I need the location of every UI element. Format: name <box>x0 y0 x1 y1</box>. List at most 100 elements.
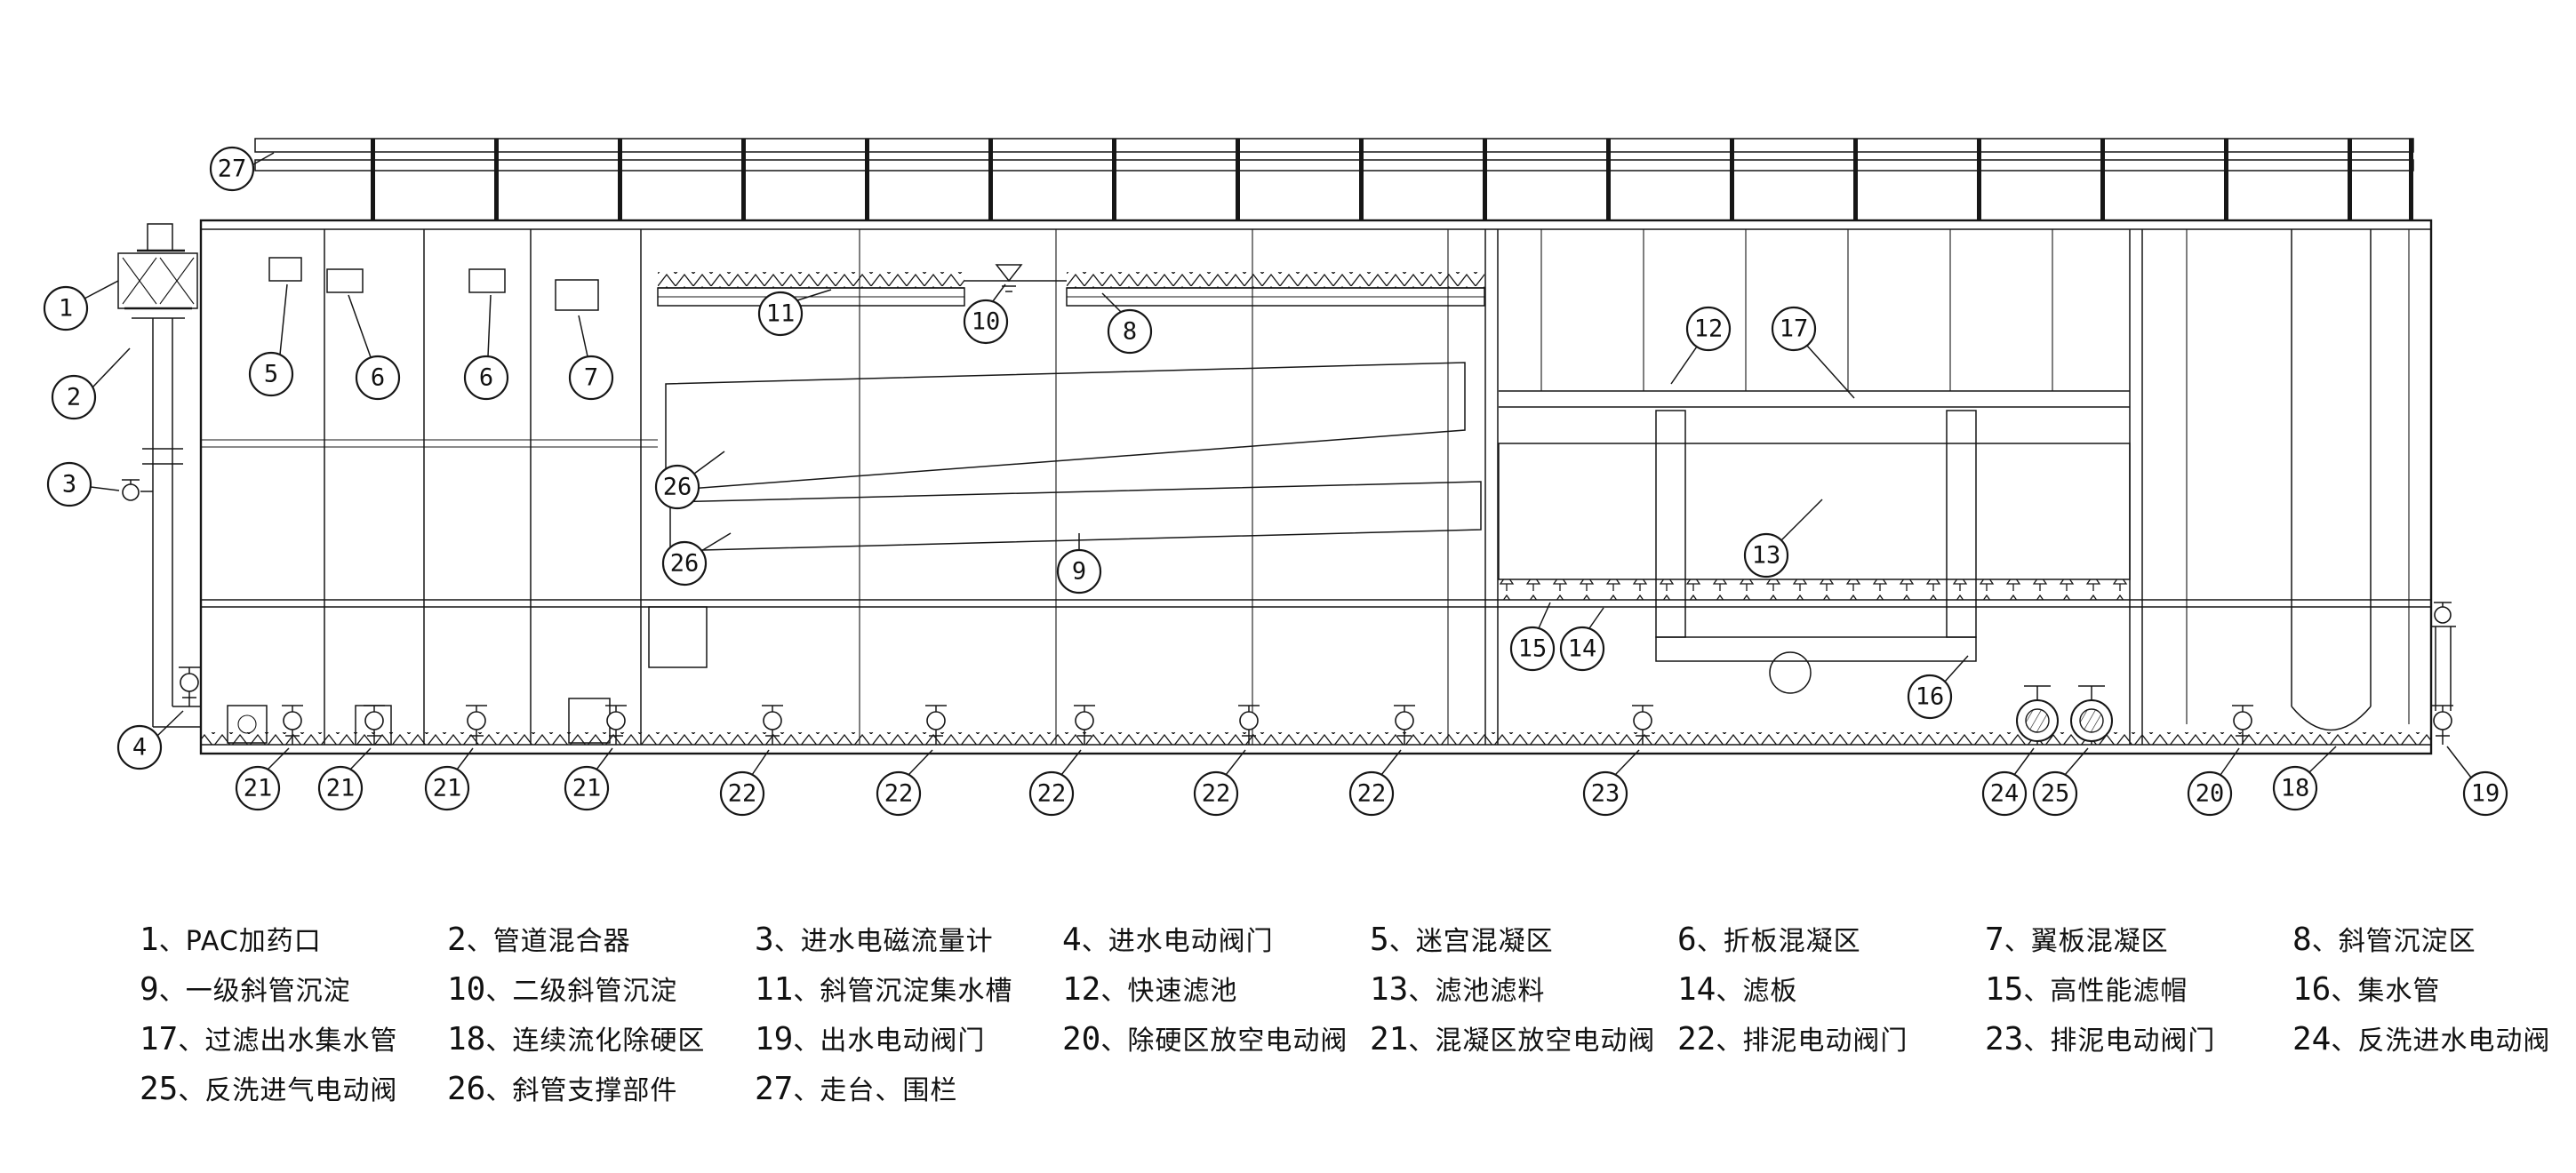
legend-item-3: 3、进水电磁流量计 <box>755 922 994 958</box>
svg-text:15: 15 <box>1518 635 1548 663</box>
svg-text:6: 6 <box>371 364 385 392</box>
callout-22a: 22 <box>719 749 770 817</box>
callout-15: 15 <box>1509 602 1556 672</box>
svg-text:8: 8 <box>1123 318 1137 346</box>
callout-21a: 21 <box>235 747 290 811</box>
callout-25: 25 <box>2032 747 2089 817</box>
softening-section <box>2186 229 2410 731</box>
legend-item-label: 排泥电动阀门 <box>1742 1025 1908 1057</box>
legend-item-number: 26 <box>447 1071 486 1107</box>
svg-text:22: 22 <box>884 780 914 808</box>
outlet-valve-symbol <box>2431 705 2454 746</box>
legend-item-number: 17 <box>140 1021 179 1057</box>
legend-item-number: 4 <box>1062 922 1082 958</box>
callout-10: 10 <box>963 283 1009 345</box>
svg-text:24: 24 <box>1990 780 2020 808</box>
legend-item-2: 2、管道混合器 <box>447 922 631 958</box>
legend-item-16: 16、集水管 <box>2292 971 2441 1008</box>
legend-item-label: 快速滤池 <box>1127 976 1238 1007</box>
callout-17: 17 <box>1771 306 1855 399</box>
svg-text:22: 22 <box>1357 780 1387 808</box>
legend-item-6: 6、折板混凝区 <box>1677 922 1861 958</box>
filter-caps-row <box>1499 579 2130 600</box>
legend-item-label: 滤池滤料 <box>1435 976 1546 1007</box>
legend-item-1: 1、PAC加药口 <box>140 922 322 958</box>
legend-item-7: 7、翼板混凝区 <box>1985 922 2169 958</box>
callout-9: 9 <box>1056 533 1102 594</box>
legend-item-label: 出水电动阀门 <box>820 1025 986 1057</box>
legend-item-label: 排泥电动阀门 <box>2050 1025 2216 1057</box>
svg-text:13: 13 <box>1752 542 1781 570</box>
legend-item-5: 5、迷宫混凝区 <box>1370 922 1554 958</box>
legend-item-label: 管道混合器 <box>492 926 631 957</box>
svg-text:22: 22 <box>728 780 757 808</box>
legend-item-10: 10、二级斜管沉淀 <box>447 971 678 1008</box>
callout-13: 13 <box>1743 499 1823 579</box>
backwash-air-valve-symbol <box>2070 685 2113 746</box>
legend-item-number: 27 <box>755 1071 794 1107</box>
partitions <box>201 229 2143 746</box>
flow-meter-icon <box>121 479 140 501</box>
legend-item-24: 24、反洗进水电动阀 <box>2292 1021 2551 1057</box>
legend-item-23: 23、排泥电动阀门 <box>1985 1021 2216 1057</box>
legend-item-27: 27、走台、围栏 <box>755 1071 958 1107</box>
legend-item-number: 20 <box>1062 1021 1101 1057</box>
filter-media <box>1498 443 2131 580</box>
callout-24: 24 <box>1981 747 2035 817</box>
legend-item-number: 1 <box>140 922 159 958</box>
legend-item-number: 23 <box>1985 1021 2024 1057</box>
svg-text:10: 10 <box>972 308 1001 336</box>
walkway-railing <box>254 138 2414 220</box>
backwash-pipe-left <box>1655 410 1686 638</box>
legend-item-14: 14、滤板 <box>1677 971 1798 1008</box>
legend-item-label: 反洗进水电动阀 <box>2357 1025 2551 1057</box>
legend-item-21: 21、混凝区放空电动阀 <box>1370 1021 1656 1057</box>
callout-26b: 26 <box>661 532 732 586</box>
legend-item-8: 8、斜管沉淀区 <box>2292 922 2476 958</box>
svg-text:2: 2 <box>67 384 81 411</box>
inclined-tube-upper <box>665 362 1466 491</box>
inlet-assembly <box>117 223 201 728</box>
inclined-tube-banks <box>665 362 1482 552</box>
legend-item-25: 25、反洗进气电动阀 <box>140 1071 398 1107</box>
svg-text:3: 3 <box>62 471 76 499</box>
callout-26a: 26 <box>654 451 725 510</box>
legend-item-13: 13、滤池滤料 <box>1370 971 1546 1008</box>
callout-6a: 6 <box>348 294 401 401</box>
legend-item-number: 10 <box>447 971 486 1008</box>
callout-27: 27 <box>209 146 275 192</box>
callout-19: 19 <box>2446 746 2508 817</box>
legend-item-number: 2 <box>447 922 467 958</box>
legend-item-label: 折板混凝区 <box>1723 926 1861 957</box>
legend-item-number: 3 <box>755 922 774 958</box>
legend-item-number: 6 <box>1677 922 1697 958</box>
legend-item-number: 15 <box>1985 971 2024 1008</box>
legend-item-number: 7 <box>1985 922 2004 958</box>
svg-text:5: 5 <box>264 361 278 388</box>
legend-item-number: 24 <box>2292 1021 2332 1057</box>
legend-item-19: 19、出水电动阀门 <box>755 1021 986 1057</box>
legend-item-number: 25 <box>140 1071 179 1107</box>
svg-text:21: 21 <box>572 775 602 802</box>
svg-text:22: 22 <box>1037 780 1067 808</box>
weir-troughs <box>657 264 1485 307</box>
inclined-tube-lower <box>669 481 1482 552</box>
legend-item-label: 进水电动阀门 <box>1108 926 1274 957</box>
svg-text:1: 1 <box>59 295 73 323</box>
callout-18: 18 <box>2272 746 2337 811</box>
callout-21d: 21 <box>564 747 613 811</box>
legend: 1、PAC加药口 2、管道混合器 3、进水电磁流量计 4、进水电动阀门 5、迷宫… <box>140 914 2576 1113</box>
inlet-valve-symbol <box>178 666 201 707</box>
collection-manifold <box>1655 636 1977 662</box>
callout-23: 23 <box>1582 749 1640 817</box>
filter-section <box>1498 390 2131 694</box>
process-drawing: 27 1 2 3 4 5 6 6 7 11 10 8 26 26 9 12 17… <box>43 138 2508 817</box>
callout-4: 4 <box>116 710 184 770</box>
outlet-instrument-icon <box>2433 602 2452 624</box>
callout-7: 7 <box>568 315 614 401</box>
svg-text:27: 27 <box>218 156 247 183</box>
callout-11: 11 <box>757 289 832 337</box>
legend-item-number: 13 <box>1370 971 1409 1008</box>
svg-text:19: 19 <box>2471 780 2500 808</box>
legend-item-22: 22、排泥电动阀门 <box>1677 1021 1908 1057</box>
